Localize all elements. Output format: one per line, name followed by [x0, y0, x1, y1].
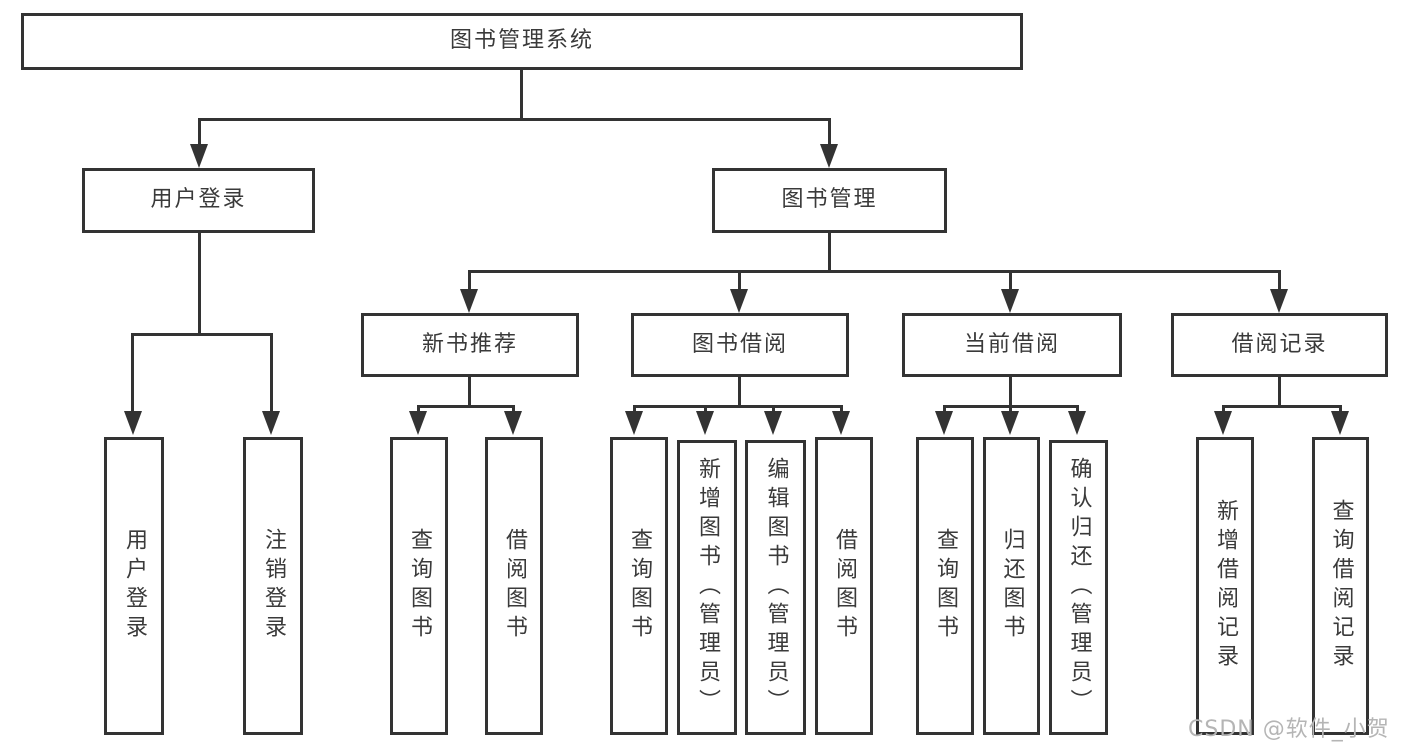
connector-line [828, 118, 831, 148]
connector-line [131, 333, 134, 415]
connector-line [1009, 270, 1012, 293]
node-br-query-label: 查询借阅记录 [1328, 499, 1354, 673]
connector-line [1076, 405, 1079, 415]
connector-line [417, 405, 515, 408]
connector-line [198, 118, 201, 148]
node-bb-edit: 编辑图书（管理员） [745, 440, 806, 735]
connector-line [468, 270, 1281, 273]
arrow-down-icon [1331, 411, 1349, 435]
arrow-down-icon [625, 411, 643, 435]
node-cb-query: 查询图书 [916, 437, 974, 735]
node-user-login-label: 用户登录 [150, 187, 247, 213]
node-bb-query: 查询图书 [610, 437, 668, 735]
node-book-borrow-label: 图书借阅 [691, 331, 788, 357]
connector-line [417, 405, 420, 415]
connector-line [270, 333, 273, 415]
node-current-borrow-label: 当前借阅 [963, 331, 1060, 357]
connector-line [131, 333, 273, 336]
node-br-add-label: 新增借阅记录 [1213, 499, 1238, 673]
node-logout-leaf-label: 注销登录 [261, 528, 286, 644]
arrow-down-icon [696, 411, 714, 435]
node-borrow-records: 借阅记录 [1171, 313, 1388, 377]
node-user-login: 用户登录 [82, 168, 315, 233]
arrow-down-icon [820, 144, 838, 168]
arrow-down-icon [730, 289, 748, 313]
node-book-mgmt-label: 图书管理 [781, 187, 878, 213]
arrow-down-icon [1001, 411, 1019, 435]
node-new-books: 新书推荐 [361, 313, 579, 377]
arrow-down-icon [262, 411, 280, 435]
arrow-down-icon [124, 411, 142, 435]
connector-line [1339, 405, 1342, 415]
arrow-down-icon [190, 144, 208, 168]
connector-line [840, 405, 843, 415]
connector-line [943, 405, 946, 415]
node-new-books-label: 新书推荐 [421, 331, 518, 357]
node-bb-add-label: 新增图书（管理员） [695, 457, 720, 718]
arrow-down-icon [832, 411, 850, 435]
node-br-add: 新增借阅记录 [1196, 437, 1254, 735]
connector-line [468, 270, 471, 293]
arrow-down-icon [764, 411, 782, 435]
connector-line [1222, 405, 1225, 415]
arrow-down-icon [1001, 289, 1019, 313]
watermark: CSDN @软件_小贺同学 [1188, 717, 1390, 742]
node-login-leaf-label: 用户登录 [122, 528, 147, 644]
node-nb-borrow: 借阅图书 [485, 437, 543, 735]
node-cb-return-label: 归还图书 [999, 528, 1025, 644]
connector-line [1009, 405, 1012, 415]
arrow-down-icon [1214, 411, 1232, 435]
connector-line [633, 405, 843, 408]
arrow-down-icon [1068, 411, 1086, 435]
node-cb-return: 归还图书 [983, 437, 1040, 735]
arrow-down-icon [409, 411, 427, 435]
connector-line [1009, 375, 1012, 407]
connector-line [704, 405, 707, 415]
connector-line [738, 270, 741, 293]
node-root: 图书管理系统 [21, 13, 1023, 70]
node-book-mgmt: 图书管理 [712, 168, 947, 233]
node-current-borrow: 当前借阅 [902, 313, 1122, 377]
connector-line [828, 231, 831, 272]
node-cb-query-label: 查询图书 [933, 528, 958, 644]
arrow-down-icon [460, 289, 478, 313]
node-login-leaf: 用户登录 [104, 437, 164, 735]
connector-line [1278, 375, 1281, 407]
connector-line [198, 118, 831, 121]
node-bb-borrow: 借阅图书 [815, 437, 873, 735]
connector-line [1278, 270, 1281, 293]
connector-line [468, 375, 471, 407]
connector-line [512, 405, 515, 415]
connector-line [520, 67, 523, 121]
node-book-borrow: 图书借阅 [631, 313, 849, 377]
arrow-down-icon [935, 411, 953, 435]
node-cb-confirm-label: 确认归还（管理员） [1066, 457, 1092, 718]
arrow-down-icon [504, 411, 522, 435]
node-bb-query-label: 查询图书 [627, 528, 652, 644]
node-bb-borrow-label: 借阅图书 [832, 528, 857, 644]
node-nb-query: 查询图书 [390, 437, 448, 735]
node-cb-confirm: 确认归还（管理员） [1049, 440, 1108, 735]
connector-line [633, 405, 636, 415]
connector-line [1222, 405, 1342, 408]
node-root-label: 图书管理系统 [449, 28, 594, 54]
node-logout-leaf: 注销登录 [243, 437, 303, 735]
node-nb-query-label: 查询图书 [407, 528, 432, 644]
connector-line [738, 375, 741, 407]
node-bb-edit-label: 编辑图书（管理员） [763, 457, 789, 718]
connector-line [198, 231, 201, 335]
arrow-down-icon [1270, 289, 1288, 313]
node-borrow-records-label: 借阅记录 [1231, 331, 1328, 357]
connector-line [772, 405, 775, 415]
node-bb-add: 新增图书（管理员） [677, 440, 737, 735]
node-nb-borrow-label: 借阅图书 [502, 528, 527, 644]
node-br-query: 查询借阅记录 [1312, 437, 1369, 735]
